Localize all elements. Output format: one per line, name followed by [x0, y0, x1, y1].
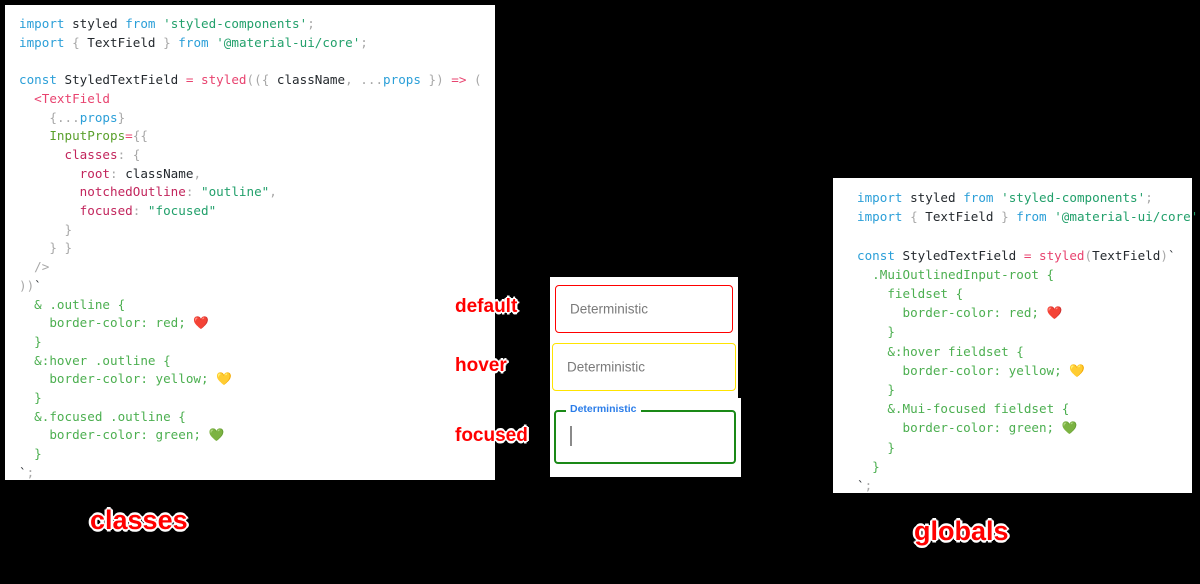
code-line: } — [34, 446, 42, 462]
code-line: const StyledTextField = styled(({ classN… — [19, 72, 482, 88]
code-line: root: className, — [79, 165, 202, 181]
code-line: border-color: green; 💚 — [902, 420, 1078, 436]
code-line: } — [887, 439, 895, 455]
code-line: & .outline { — [34, 296, 126, 312]
code-line: focused: "focused" — [79, 203, 217, 219]
code-line: } — [887, 324, 895, 340]
annotation-default: default — [455, 296, 518, 317]
code-line: } — [887, 382, 895, 398]
code-line: .MuiOutlinedInput-root { — [872, 266, 1055, 282]
code-line: border-color: red; ❤️ — [902, 305, 1063, 321]
code-line — [857, 226, 1192, 245]
code-line — [19, 52, 495, 71]
code-line: border-color: yellow; 💛 — [49, 371, 232, 387]
annotation-hover: hover — [455, 355, 507, 376]
code-line: import { TextField } from '@material-ui/… — [857, 209, 1200, 225]
code-line: } — [64, 221, 73, 237]
code-line: } — [34, 333, 42, 349]
code-line: import styled from 'styled-components'; — [19, 16, 315, 31]
textfield-focused-label: Deterministic — [566, 404, 641, 415]
code-line: /> — [34, 259, 50, 275]
code-line: const StyledTextField = styled(TextField… — [857, 247, 1176, 263]
annotation-classes-title: classes — [90, 505, 188, 535]
code-line: border-color: green; 💚 — [49, 427, 225, 443]
code-line: border-color: red; ❤️ — [49, 315, 210, 331]
code-line: &:hover .outline { — [34, 352, 171, 368]
code-line: {...props} — [49, 109, 126, 125]
annotation-globals-title: globals — [914, 516, 1009, 546]
textfield-default[interactable]: Deterministic — [555, 285, 733, 333]
code-line: } } — [49, 240, 73, 256]
code-line: &.Mui-focused fieldset { — [887, 401, 1070, 417]
textfield-hover-text: Deterministic — [567, 359, 646, 375]
code-line: import { TextField } from '@material-ui/… — [19, 34, 368, 50]
textfield-focused[interactable]: Deterministic — [554, 404, 736, 464]
code-panel-classes: import styled from 'styled-components'; i… — [5, 5, 495, 480]
code-line: `; — [19, 464, 35, 480]
code-line: import styled from 'styled-components'; — [857, 190, 1153, 205]
code-line: `; — [857, 478, 873, 494]
code-line: InputProps={{ — [49, 128, 148, 144]
code-line: border-color: yellow; 💛 — [902, 362, 1086, 378]
annotation-focused: focused — [455, 425, 528, 446]
code-line: &:hover fieldset { — [887, 343, 1024, 359]
code-line: notchedOutline: "outline", — [79, 184, 277, 200]
code-line: } — [34, 390, 42, 406]
code-line: &.focused .outline { — [34, 408, 186, 424]
code-line: <TextField — [34, 90, 110, 106]
code-line: } — [872, 458, 880, 474]
code-line: classes: { — [64, 146, 141, 162]
code-line: ))` — [19, 277, 42, 293]
code-line: fieldset { — [887, 286, 964, 302]
textfield-default-text: Deterministic — [570, 301, 649, 317]
text-caret — [570, 426, 572, 446]
textfield-hover[interactable]: Deterministic — [552, 343, 736, 391]
code-panel-globals: import styled from 'styled-components'; i… — [833, 178, 1200, 494]
